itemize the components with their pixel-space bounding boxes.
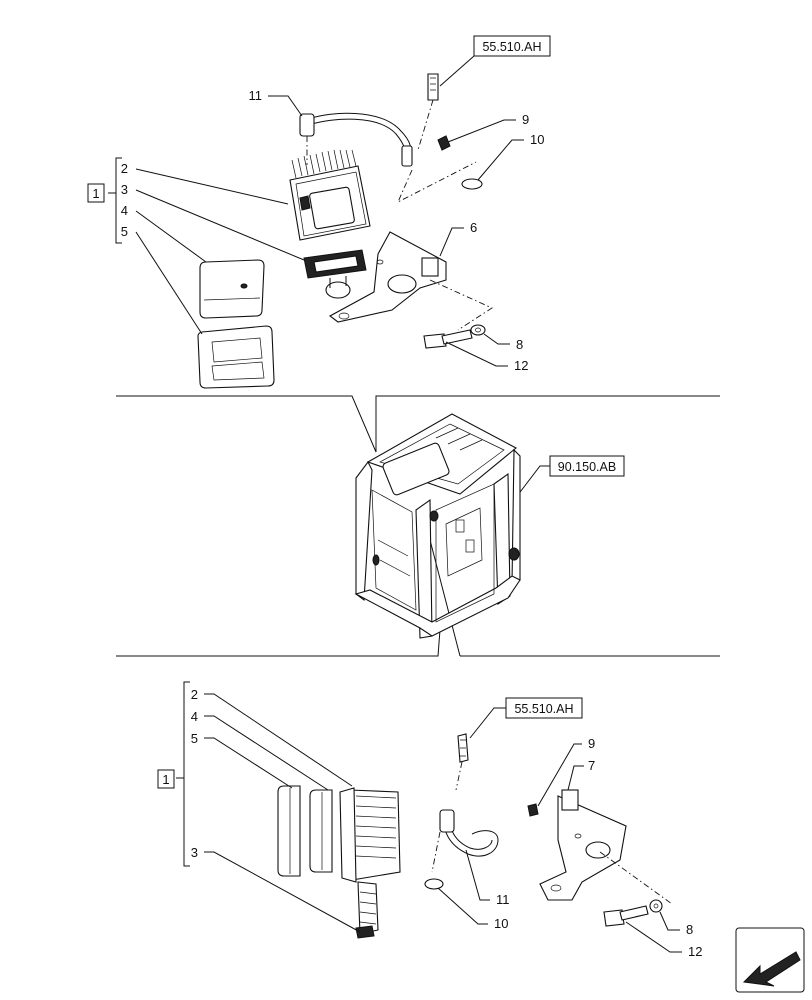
lens-part-4-bottom xyxy=(309,789,333,873)
lamp-body-part-2-top xyxy=(289,149,371,241)
top-group: 55.510.AH 1 xyxy=(87,35,551,389)
connector-plug-bottom xyxy=(455,733,469,791)
kit-label-top: 1 xyxy=(92,186,99,201)
svg-text:8: 8 xyxy=(516,337,523,352)
clip-part-9-bottom xyxy=(527,803,539,817)
kit-bracket-top: 1 xyxy=(87,157,122,244)
svg-text:10: 10 xyxy=(494,916,508,931)
harness-cable-top xyxy=(299,112,413,167)
lens-part-5-bottom xyxy=(277,785,301,877)
leaders-bottom: 2 4 5 3 9 7 11 10 8 12 xyxy=(191,687,703,959)
leaders-top: 11 9 10 2 3 4 5 6 8 12 xyxy=(121,88,545,373)
svg-text:90.150.AB: 90.150.AB xyxy=(558,460,616,474)
ref-box-bottom-connector[interactable]: 55.510.AH xyxy=(505,697,583,719)
kit-bracket-bottom: 1 xyxy=(157,681,190,867)
cab-frame xyxy=(354,413,521,639)
svg-text:2: 2 xyxy=(121,161,128,176)
grommet-part-10-top xyxy=(397,161,483,203)
svg-text:10: 10 xyxy=(530,132,544,147)
frame-part-5-top xyxy=(197,325,275,389)
grommet-part-10-bottom xyxy=(424,878,444,890)
kit-label-bottom: 1 xyxy=(162,772,169,787)
svg-text:11: 11 xyxy=(496,892,510,907)
svg-text:12: 12 xyxy=(688,944,702,959)
washer-part-8-bottom xyxy=(649,899,663,913)
arrow-back-icon[interactable] xyxy=(735,927,805,993)
svg-text:9: 9 xyxy=(522,112,529,127)
connector-plug-top xyxy=(417,73,439,151)
bracket-part-6-top xyxy=(328,231,493,331)
svg-text:3: 3 xyxy=(191,845,198,860)
svg-text:55.510.AH: 55.510.AH xyxy=(514,702,573,716)
svg-text:11: 11 xyxy=(249,88,263,103)
svg-text:7: 7 xyxy=(588,758,595,773)
svg-text:12: 12 xyxy=(514,358,528,373)
bolt-part-12-bottom xyxy=(603,905,649,927)
harness-cable-bottom xyxy=(431,809,499,873)
bolt-part-12-top xyxy=(423,329,473,349)
svg-text:4: 4 xyxy=(121,203,128,218)
svg-text:3: 3 xyxy=(121,182,128,197)
lens-part-4-top xyxy=(199,259,265,319)
bottom-group: 55.510.AH 1 xyxy=(157,681,703,959)
svg-text:8: 8 xyxy=(686,922,693,937)
ref-box-cab[interactable]: 90.150.AB xyxy=(549,455,625,477)
svg-text:2: 2 xyxy=(191,687,198,702)
svg-text:4: 4 xyxy=(191,709,198,724)
lamp-body-part-2-bottom xyxy=(339,787,401,883)
clip-part-9-top xyxy=(437,135,451,151)
lamp-base-part-3-bottom xyxy=(355,881,379,939)
washer-part-8-top xyxy=(470,324,486,336)
lamp-base-part-3-top xyxy=(303,249,367,299)
svg-text:5: 5 xyxy=(191,731,198,746)
svg-text:55.510.AH: 55.510.AH xyxy=(482,40,541,54)
cab-section: 90.150.AB xyxy=(116,395,720,657)
svg-text:9: 9 xyxy=(588,736,595,751)
svg-text:6: 6 xyxy=(470,220,477,235)
svg-text:5: 5 xyxy=(121,224,128,239)
bracket-part-7-bottom xyxy=(539,789,673,905)
ref-box-top-connector[interactable]: 55.510.AH xyxy=(473,35,551,57)
